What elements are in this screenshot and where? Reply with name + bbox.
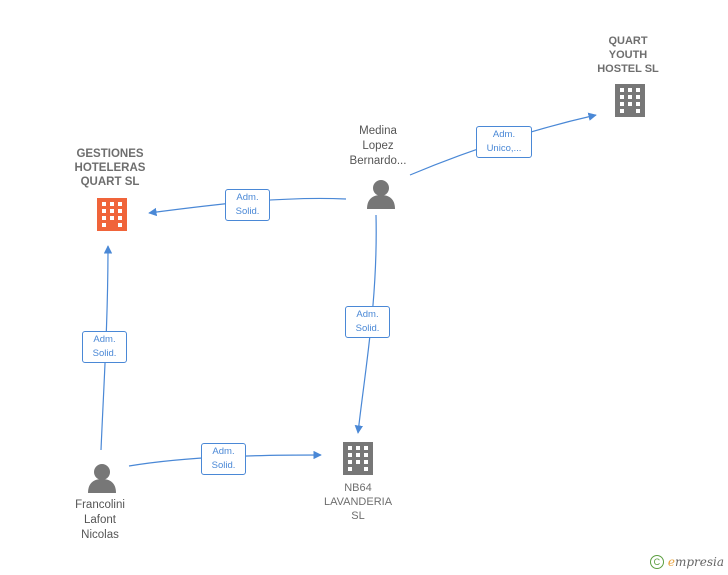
label-line: QUART (608, 35, 648, 47)
relation-line: Adm. (236, 192, 259, 203)
label-line: Bernardo... (349, 155, 407, 167)
label-line: QUART SL (80, 176, 140, 188)
label-line: HOTELERAS (74, 162, 146, 174)
copyright-icon: C (649, 555, 664, 569)
building-icon[interactable] (343, 442, 373, 475)
building-icon[interactable] (615, 84, 645, 117)
brand-rest: mpresia (674, 555, 724, 569)
relation-line: Unico,... (486, 143, 522, 154)
label-line: YOUTH (608, 49, 648, 61)
label-line: NB64 (344, 482, 372, 494)
relation-label-francolini-nb64[interactable]: Adm. Solid. (201, 443, 246, 475)
relation-line: Solid. (92, 348, 117, 359)
building-icon[interactable] (97, 198, 127, 231)
person-label-francolini[interactable]: Francolini Lafont Nicolas (60, 498, 140, 543)
person-icon[interactable] (367, 180, 395, 209)
brand-name: empresia (668, 555, 724, 569)
label-line: Lafont (84, 514, 116, 526)
relation-line: Adm. (356, 309, 379, 320)
company-label-nb64[interactable]: NB64 LAVANDERIA SL (313, 481, 403, 523)
relation-line: Solid. (355, 323, 380, 334)
label-line: Francolini (75, 499, 125, 511)
person-icon[interactable] (88, 464, 116, 493)
label-line: Medina (359, 125, 397, 137)
label-line: HOSTEL SL (597, 63, 659, 75)
brand-initial: e (667, 555, 675, 569)
relation-label-medina-quart[interactable]: Adm. Unico,... (476, 126, 532, 158)
person-label-medina[interactable]: Medina Lopez Bernardo... (336, 124, 420, 169)
label-line: Lopez (362, 140, 394, 152)
company-label-quart-youth[interactable]: QUART YOUTH HOSTEL SL (590, 34, 666, 76)
label-line: GESTIONES (76, 148, 144, 160)
label-line: LAVANDERIA (323, 496, 393, 508)
company-label-gestiones[interactable]: GESTIONES HOTELERAS QUART SL (64, 147, 156, 189)
brand-footer: C empresia (649, 555, 724, 569)
relation-line: Solid. (211, 460, 236, 471)
relation-line: Adm. (212, 446, 235, 457)
relation-label-francolini-gestiones[interactable]: Adm. Solid. (82, 331, 127, 363)
label-line: SL (351, 510, 365, 522)
relation-label-medina-nb64[interactable]: Adm. Solid. (345, 306, 390, 338)
label-line: Nicolas (81, 529, 119, 541)
relation-label-medina-gestiones[interactable]: Adm. Solid. (225, 189, 270, 221)
relation-line: Solid. (235, 206, 260, 217)
relation-line: Adm. (93, 334, 116, 345)
relation-line: Adm. (492, 129, 516, 140)
